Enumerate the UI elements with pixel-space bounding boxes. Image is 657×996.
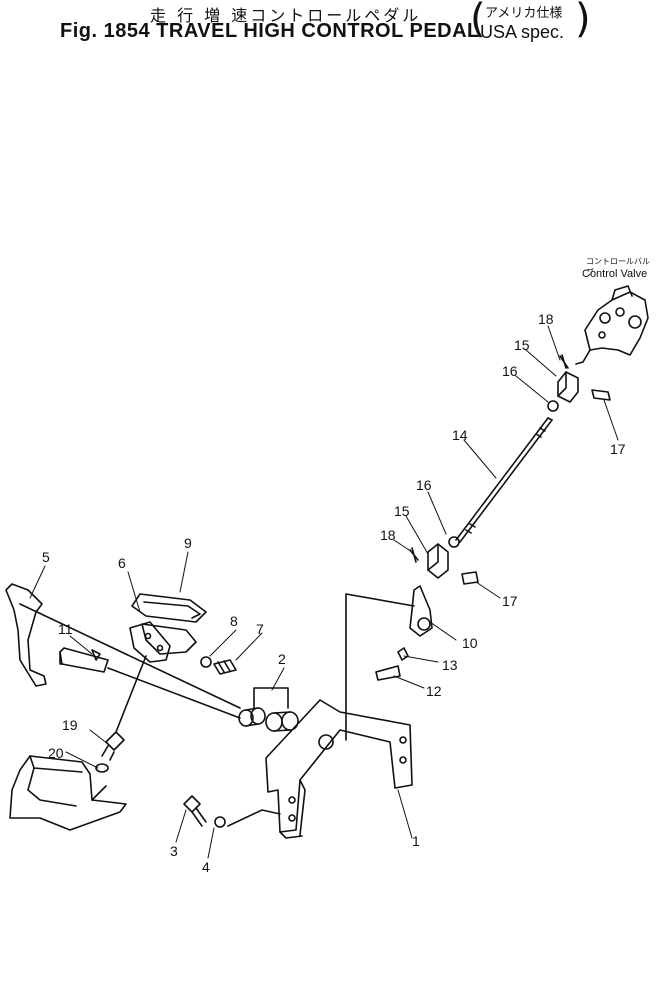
control-valve-label-jp: コントロールバルブ <box>586 257 650 277</box>
control-valve-label-en: Control Valve <box>582 268 648 280</box>
callout-16-upper: 16 <box>502 363 518 379</box>
callout-18-upper: 18 <box>538 311 554 327</box>
callout-15-lower: 15 <box>394 503 410 519</box>
callout-14: 14 <box>452 427 468 443</box>
callout-6: 6 <box>118 555 126 571</box>
callout-4: 4 <box>202 859 210 875</box>
callout-12: 12 <box>426 683 442 699</box>
title-english: Fig. 1854 TRAVEL HIGH CONTROL PEDAL <box>60 20 480 42</box>
callout-3: 3 <box>170 843 178 859</box>
callout-13: 13 <box>442 657 458 673</box>
callout-19: 19 <box>62 717 78 733</box>
lower-clevis <box>409 536 479 585</box>
callout-15-upper: 15 <box>514 337 530 353</box>
paren-left: ( <box>470 0 486 42</box>
callout-11: 11 <box>58 621 73 637</box>
lever <box>375 585 433 681</box>
callout-18-lower: 18 <box>380 527 396 543</box>
leader-lines <box>29 325 619 859</box>
callout-9: 9 <box>184 535 192 551</box>
bolt-three <box>183 795 281 828</box>
spec-japanese: アメリカ仕様 <box>485 6 563 21</box>
callout-5: 5 <box>42 549 50 565</box>
spec-english: USA spec. <box>480 22 565 42</box>
callout-1: 1 <box>412 833 420 849</box>
callout-numbers: 1 2 3 4 5 6 7 8 9 10 11 12 13 14 15 15 1… <box>42 311 626 875</box>
pedal <box>5 583 241 719</box>
title-japanese: 走 行 増 速コントロールペダル <box>150 6 422 25</box>
callout-17-lower: 17 <box>502 593 518 609</box>
control-valve <box>575 285 649 365</box>
bracket <box>265 593 415 839</box>
upper-clevis <box>547 354 611 412</box>
callout-8: 8 <box>230 613 238 629</box>
paren-right: ) <box>575 0 591 42</box>
rod <box>455 417 553 543</box>
callout-10: 10 <box>462 635 478 651</box>
callout-20: 20 <box>48 745 64 761</box>
bolt-seven <box>200 656 237 675</box>
bushings <box>238 687 299 732</box>
pedal-plates <box>129 593 207 663</box>
floor-base <box>9 755 127 831</box>
bolt-nineteen <box>101 655 147 761</box>
callout-7: 7 <box>256 621 264 637</box>
callout-16-lower: 16 <box>416 477 432 493</box>
callout-17-upper: 17 <box>610 441 626 457</box>
callout-2: 2 <box>278 651 286 667</box>
